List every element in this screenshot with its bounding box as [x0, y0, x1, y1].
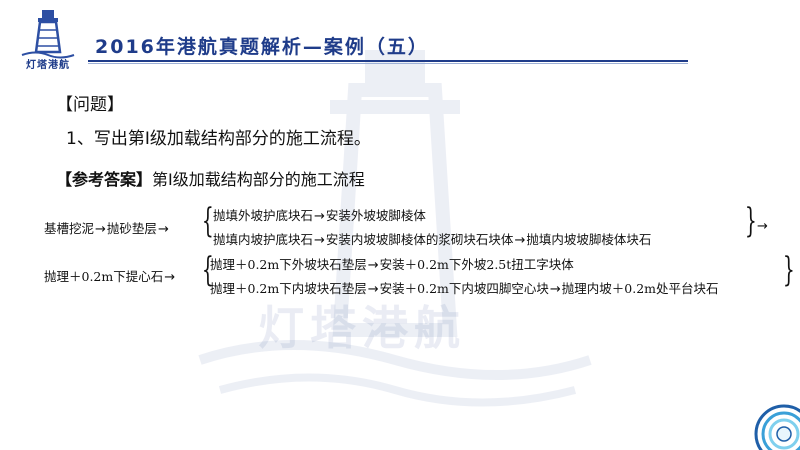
- question-text: 1、写出第Ⅰ级加载结构部分的施工流程。: [66, 129, 371, 149]
- arrow-icon: →: [549, 282, 561, 297]
- page-title: 2016年港航真题解析—案例（五）: [95, 36, 429, 58]
- arrow-icon: →: [367, 282, 379, 297]
- arrow-icon: →: [95, 222, 106, 237]
- flow-row2-lead: 抛理＋0.2m下提心石→: [44, 266, 176, 285]
- arrow-icon: →: [314, 233, 325, 248]
- title-underline-thin: [88, 63, 688, 64]
- flow-step: 基槽挖泥: [44, 221, 95, 236]
- swirl-corner-icon: [754, 404, 800, 450]
- arrow-icon: →: [514, 233, 526, 248]
- flow-row2-top-branch: 抛理＋0.2m下外坡块石垫层→安装＋0.2m下外坡2.5t扭工字块体: [210, 254, 574, 273]
- arrow-icon: →: [164, 270, 176, 285]
- question-label: 【问题】: [56, 95, 124, 115]
- flow-step: 安装内坡坡脚棱体的浆砌块石块体: [325, 232, 514, 247]
- lighthouse-logo-icon: [21, 10, 75, 59]
- flow-row1-tail: →: [756, 218, 769, 234]
- flow-step: 抛理＋0.2m下外坡块石垫层: [210, 257, 367, 272]
- right-brace-icon: }: [782, 250, 795, 290]
- arrow-icon: →: [157, 222, 169, 237]
- answer-label: 【参考答案】: [56, 170, 153, 189]
- title-underline: [88, 60, 688, 62]
- watermark-text: 灯塔港航: [258, 301, 466, 355]
- flow-step: 抛填内坡坡脚棱体块石: [526, 232, 652, 247]
- left-brace-icon: {: [201, 250, 214, 290]
- flow-step: 抛理＋0.2m下内坡块石垫层: [210, 281, 367, 296]
- lighthouse-watermark-icon: [198, 50, 592, 407]
- flow-row1-bottom-branch: 抛填内坡护底块石→安装内坡坡脚棱体的浆砌块石块体→抛填内坡坡脚棱体块石: [213, 229, 651, 248]
- logo-text: 灯塔港航: [26, 60, 70, 71]
- flow-row1-top-branch: 抛填外坡护底块石→安装外坡坡脚棱体: [213, 205, 426, 224]
- right-brace-icon: }: [744, 201, 757, 241]
- flow-step: 抛填内坡护底块石: [213, 232, 314, 247]
- flow-step: 抛砂垫层: [106, 221, 157, 236]
- flow-step: 抛填外坡护底块石: [213, 208, 314, 223]
- flow-step: 安装＋0.2m下外坡2.5t扭工字块体: [379, 257, 574, 272]
- arrow-icon: →: [314, 209, 325, 224]
- answer-title: 第Ⅰ级加载结构部分的施工流程: [152, 170, 365, 189]
- flow-step: 抛理＋0.2m下提心石: [44, 269, 164, 284]
- arrow-icon: →: [757, 219, 768, 234]
- arrow-icon: →: [367, 258, 379, 273]
- flow-step: 安装＋0.2m下内坡四脚空心块: [379, 281, 549, 296]
- flow-row2-bottom-branch: 抛理＋0.2m下内坡块石垫层→安装＋0.2m下内坡四脚空心块→抛理内坡＋0.2m…: [210, 278, 719, 297]
- answer-heading: 【参考答案】第Ⅰ级加载结构部分的施工流程: [56, 166, 365, 190]
- flow-row1-lead: 基槽挖泥→抛砂垫层→: [44, 218, 170, 237]
- left-brace-icon: {: [201, 201, 214, 241]
- flow-step: 抛理内坡＋0.2m处平台块石: [561, 281, 719, 296]
- flow-step: 安装外坡坡脚棱体: [325, 208, 426, 223]
